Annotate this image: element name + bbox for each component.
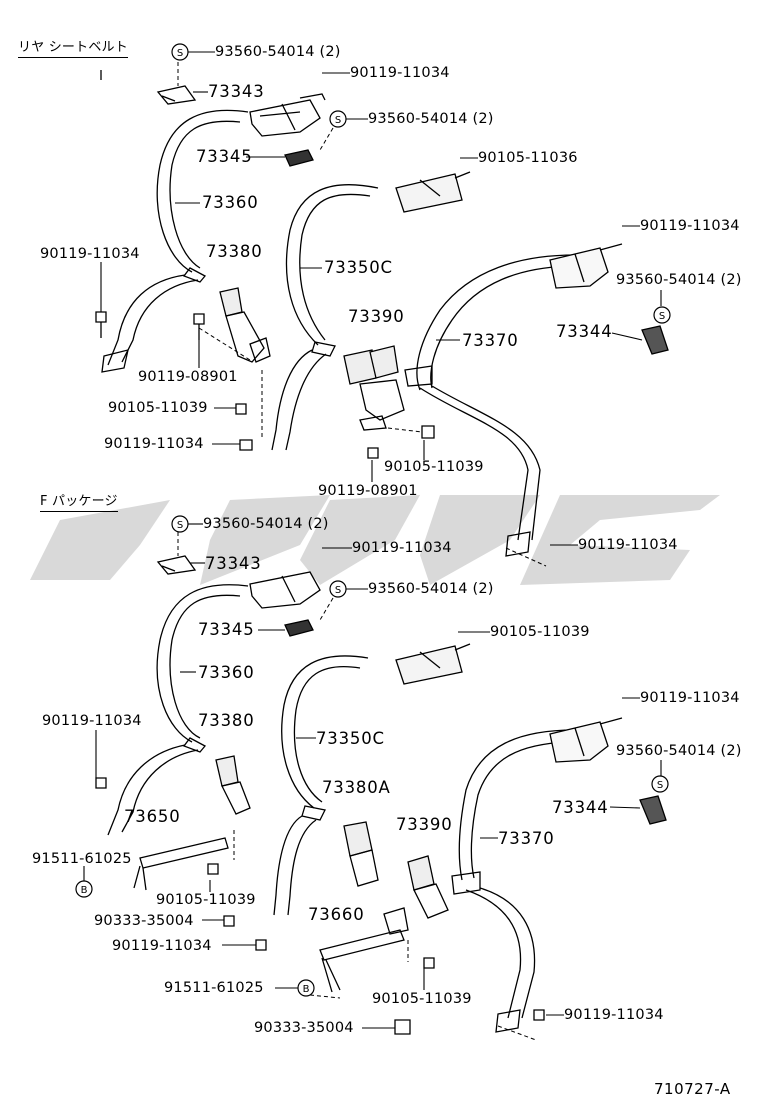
retractor-73350c-lower-shape xyxy=(395,645,463,685)
retractor-73370-lower-shape xyxy=(549,721,609,763)
marker-s-5: S xyxy=(335,585,341,596)
marker-s-4: S xyxy=(177,520,183,531)
marker-s-3: S xyxy=(659,311,665,322)
cover-73345-lower-shape xyxy=(284,619,314,637)
part-label: 90119-11034 xyxy=(104,436,204,452)
part-label: 90119-11034 xyxy=(578,537,678,553)
dashed-assembly-lines xyxy=(177,62,547,1041)
part-label: 93560-54014 (2) xyxy=(368,111,494,127)
marker-circles xyxy=(75,43,671,997)
part-label: 73370 xyxy=(462,331,519,350)
part-label: 93560-54014 (2) xyxy=(203,516,329,532)
part-label: 90119-11034 xyxy=(40,246,140,262)
anchor-73343-shape xyxy=(156,85,197,105)
part-label: 90105-11039 xyxy=(108,400,208,416)
part-label: 73345 xyxy=(198,620,255,639)
marker-s-6: S xyxy=(657,780,663,791)
bracket-73660-shape xyxy=(319,929,405,961)
part-label: 73343 xyxy=(205,554,262,573)
bolt-90119-11034-c-shape xyxy=(239,439,253,451)
bolt-90105-11039-a-shape xyxy=(235,403,247,415)
part-label: 90105-11039 xyxy=(490,624,590,640)
part-label: 90119-11034 xyxy=(350,65,450,81)
part-label: 90119-11034 xyxy=(42,713,142,729)
part-label: 90119-08901 xyxy=(318,483,418,499)
buckle-73380-lower-shape xyxy=(215,755,239,787)
part-label: 73344 xyxy=(556,322,613,341)
retractor-73350c-shape xyxy=(395,173,463,213)
part-label: 90119-11034 xyxy=(564,1007,664,1023)
part-label: 90119-11034 xyxy=(640,690,740,706)
part-label: 93560-54014 (2) xyxy=(215,44,341,60)
part-label: 73343 xyxy=(208,82,265,101)
part-label: 73360 xyxy=(202,193,259,212)
part-label: 73380A xyxy=(322,778,391,797)
part-label: 73350C xyxy=(324,258,393,277)
bolt-90119-11034-a-shape xyxy=(95,311,107,338)
retractor-73360-shape xyxy=(249,99,321,137)
marker-b-1: B xyxy=(81,885,88,896)
retractor-73360-lower-shape xyxy=(249,571,321,609)
bolt-90119-08901-a-shape xyxy=(193,313,205,340)
retractor-73370-shape xyxy=(549,247,609,289)
part-label: 73380 xyxy=(198,711,255,730)
part-label: 90333-35004 xyxy=(254,1020,354,1036)
section-title-rear-seatbelt: リヤ シートベルト xyxy=(18,40,128,58)
marker-letters: S S S S S S B B xyxy=(81,48,666,995)
leader-lines xyxy=(83,51,662,1029)
part-label: 73660 xyxy=(308,905,365,924)
cover-73344-lower-shape xyxy=(639,795,667,825)
bracket-73650-shape xyxy=(139,837,229,869)
part-label: 90333-35004 xyxy=(94,913,194,929)
part-label: 90105-11036 xyxy=(478,150,578,166)
part-label: 91511-61025 xyxy=(164,980,264,996)
part-label: 73390 xyxy=(396,815,453,834)
cover-73345-shape xyxy=(284,149,314,167)
part-label: 93560-54014 (2) xyxy=(368,581,494,597)
cover-73344-shape xyxy=(641,325,669,355)
part-label: 73380 xyxy=(206,242,263,261)
part-label: 90119-11034 xyxy=(352,540,452,556)
part-label: 90119-11034 xyxy=(640,218,740,234)
figure-code: 710727-A xyxy=(654,1080,731,1098)
part-label: 73370 xyxy=(498,829,555,848)
marker-s-1: S xyxy=(177,48,183,59)
part-label: 73360 xyxy=(198,663,255,682)
part-label: 90105-11039 xyxy=(156,892,256,908)
bolt-90119-11034-lower-a-shape xyxy=(95,777,107,789)
bolt-90105-11039-b-shape xyxy=(421,425,435,439)
part-label: 93560-54014 (2) xyxy=(616,272,742,288)
part-label: 91511-61025 xyxy=(32,851,132,867)
part-label: 73650 xyxy=(124,807,181,826)
anchor-73343-lower-shape xyxy=(156,555,197,575)
part-label: 93560-54014 (2) xyxy=(616,743,742,759)
part-label: 90105-11039 xyxy=(372,991,472,1007)
part-label: 73345 xyxy=(196,147,253,166)
part-label: 90119-11034 xyxy=(112,938,212,954)
diagram-linework xyxy=(95,70,669,1035)
part-label: 90105-11039 xyxy=(384,459,484,475)
buckle-73390-lower-shape xyxy=(407,855,435,891)
bolt-90119-08901-b-shape xyxy=(367,447,379,459)
marker-s-2: S xyxy=(335,115,341,126)
marker-b-2: B xyxy=(303,984,310,995)
section-title-f-package: F パッケージ xyxy=(40,494,118,512)
part-label: 73350C xyxy=(316,729,385,748)
part-label: 73390 xyxy=(348,307,405,326)
part-label: 90119-08901 xyxy=(138,369,238,385)
part-label: 73344 xyxy=(552,798,609,817)
watermark-logo xyxy=(30,495,720,585)
buckle-73380-shape xyxy=(219,287,243,317)
